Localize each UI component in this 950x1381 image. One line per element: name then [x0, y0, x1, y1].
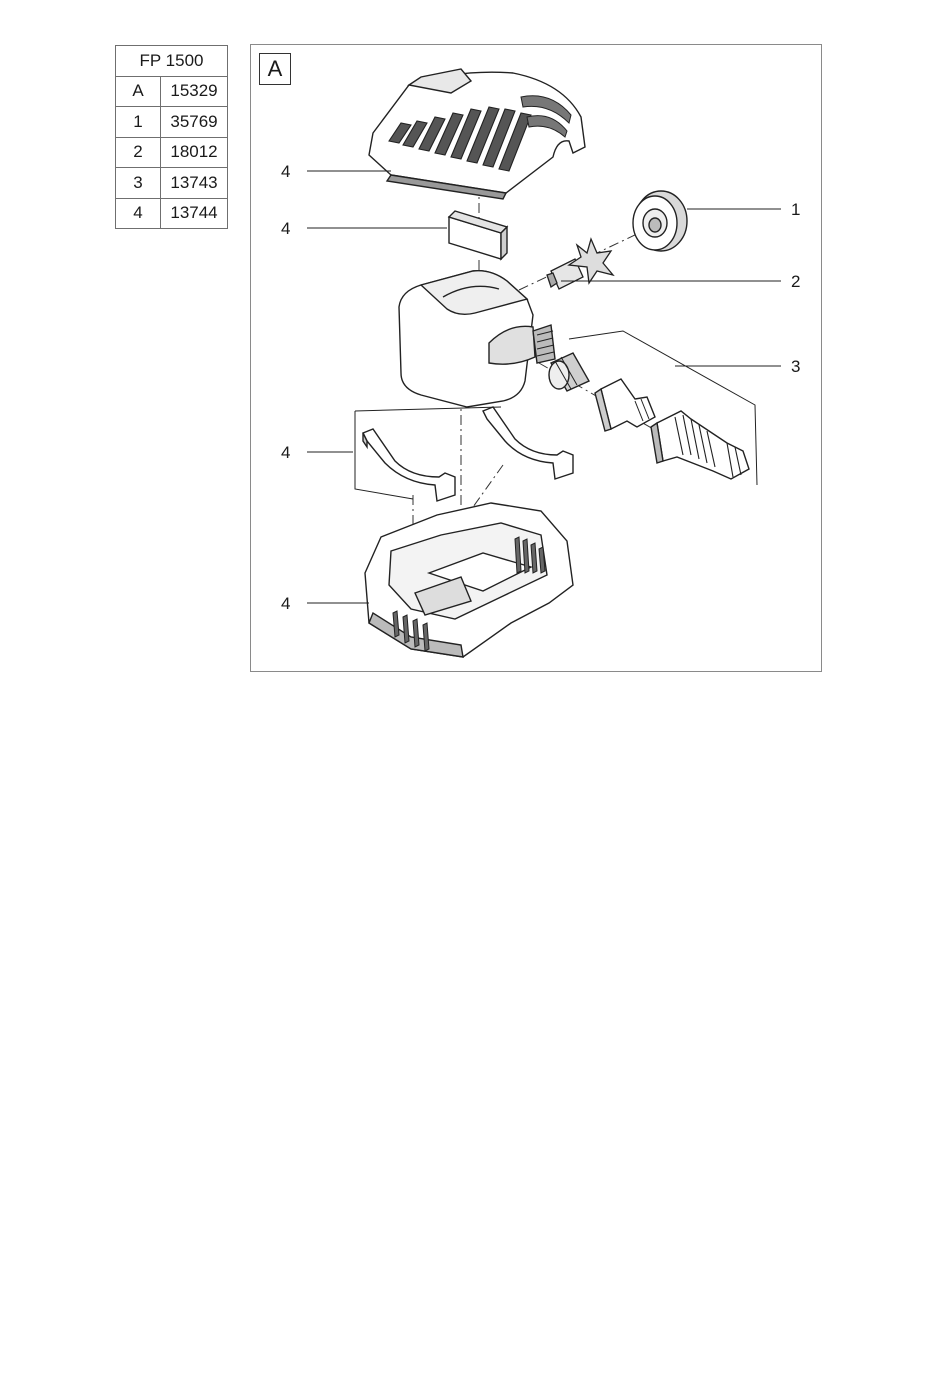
part-key: 1: [116, 107, 161, 138]
callout-cap: 1: [791, 200, 800, 219]
pump-body-drawing: [399, 271, 555, 407]
base-drawing: [365, 503, 573, 657]
table-row: A 15329: [116, 76, 228, 107]
table-row: 2 18012: [116, 137, 228, 168]
callout-adapters: 3: [791, 357, 800, 376]
callout-foam-pad: 4: [281, 219, 290, 238]
table-row: 4 13744: [116, 198, 228, 229]
part-number: 13744: [161, 198, 228, 229]
parts-table: FP 1500 A 15329 1 35769 2 18012 3 13743 …: [115, 45, 228, 229]
clips-drawing: [363, 407, 573, 501]
part-key: 4: [116, 198, 161, 229]
table-header: FP 1500: [116, 46, 228, 77]
part-key: 3: [116, 168, 161, 199]
part-number: 18012: [161, 137, 228, 168]
callout-base: 4: [281, 594, 290, 613]
callout-clips: 4: [281, 443, 290, 462]
adapters-drawing: [549, 353, 749, 479]
cap-drawing: [633, 191, 687, 251]
callout-rotor: 2: [791, 272, 800, 291]
table-row: 1 35769: [116, 107, 228, 138]
top-cover-drawing: [369, 69, 585, 199]
exploded-diagram: A: [250, 44, 822, 672]
table-row: 3 13743: [116, 168, 228, 199]
table-header-row: FP 1500: [116, 46, 228, 77]
part-key: 2: [116, 137, 161, 168]
exploded-view-drawing: 4 4 4 4 1 2 3: [251, 45, 823, 673]
part-key: A: [116, 76, 161, 107]
foam-pad-drawing: [449, 211, 507, 259]
part-number: 35769: [161, 107, 228, 138]
callout-top-cover: 4: [281, 162, 290, 181]
part-number: 13743: [161, 168, 228, 199]
part-number: 15329: [161, 76, 228, 107]
